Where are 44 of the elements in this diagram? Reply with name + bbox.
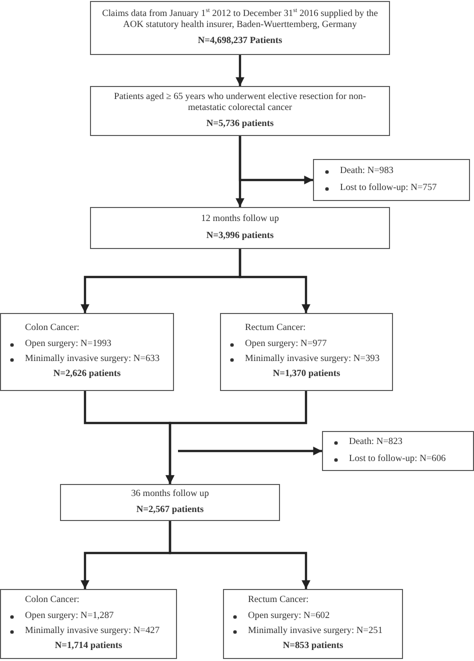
- count-text: N=4,698,237 Patients: [196, 36, 284, 48]
- bullet-item: Minimally invasive surgery: N=427: [5, 626, 172, 638]
- box-text: Colon Cancer:: [24, 595, 80, 607]
- process-box: [90, 86, 390, 136]
- box-text: Rectum Cancer:: [247, 595, 310, 607]
- bullet-item: Minimally invasive surgery: N=393: [225, 354, 388, 366]
- bullet-item: Open surgery: N=1993: [5, 338, 169, 350]
- process-box: [322, 431, 474, 471]
- box-text: 12 months follow up: [200, 214, 280, 226]
- count-text: N=1,714 patients: [54, 641, 124, 653]
- process-box: [0, 313, 174, 391]
- process-box: [90, 207, 390, 249]
- box-text: 36 months follow up: [130, 488, 210, 500]
- arrow: [238, 249, 310, 313]
- count-text: N=5,736 patients: [205, 119, 275, 130]
- bullet-item: Death: N=983: [320, 166, 463, 178]
- arrow: [166, 391, 308, 484]
- bullet-item: Open surgery: N=1,287: [5, 610, 172, 622]
- process-box: [90, 1, 390, 55]
- process-box: [0, 589, 177, 659]
- count-text: N=1,370 patients: [272, 369, 342, 381]
- box-text: Claims data from January 1$^{st}$ 2012 to December 31$^{st}$ 2016 supplied by the AOK statutory health insurer, Baden-Wuerttemberg, Germany: [101, 8, 379, 32]
- count-text: N=2,626 patients: [52, 369, 122, 381]
- arrow: [178, 446, 322, 456]
- arrow: [236, 55, 244, 86]
- box-text: Colon Cancer:: [24, 323, 80, 335]
- arrow: [238, 136, 313, 184]
- count-text: N=3,996 patients: [205, 230, 275, 242]
- bullet-item: Minimally invasive surgery: N=633: [5, 354, 169, 366]
- bullet-item: Open surgery: N=977: [225, 338, 388, 350]
- count-text: N=2,567 patients: [135, 505, 205, 516]
- box-text: Rectum Cancer:: [244, 323, 307, 335]
- process-box: [313, 159, 470, 201]
- count-text: N=853 patients: [282, 641, 344, 653]
- bullet-item: Lost to follow-up: N=757: [320, 182, 463, 194]
- process-box: [223, 589, 403, 659]
- bullet-item: Minimally invasive surgery: N=251: [228, 626, 398, 638]
- bullet-item: Open surgery: N=602: [228, 610, 398, 622]
- arrow: [168, 521, 310, 589]
- process-box: [60, 484, 280, 521]
- bullet-item: Death: N=823: [329, 437, 467, 448]
- process-box: [220, 313, 393, 391]
- bullet-item: Lost to follow-up: N=606: [329, 454, 467, 465]
- box-text: Patients aged ≥ 65 years who underwent elective resection for non-metastatic colorectal cancer: [113, 92, 367, 114]
